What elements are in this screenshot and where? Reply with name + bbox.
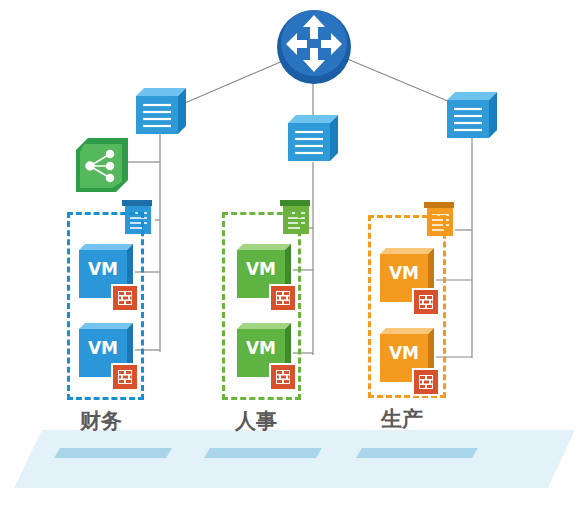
vm-label: VM <box>88 259 118 279</box>
group-heading: 生产 <box>381 405 423 433</box>
group-heading: 财务 <box>80 407 122 435</box>
vm-cube: VM <box>237 250 285 298</box>
vm-label: VM <box>389 343 419 363</box>
switch-icon <box>447 92 497 138</box>
policy-icon <box>424 202 454 236</box>
vm-cube: VM <box>79 250 127 298</box>
vm-label: VM <box>246 338 276 358</box>
vm-cube: VM <box>237 329 285 377</box>
policy-icon <box>280 200 310 234</box>
firewall-icon <box>111 363 139 391</box>
firewall-icon <box>111 284 139 312</box>
vm-cube: VM <box>380 254 428 302</box>
switch-icon <box>288 115 338 161</box>
group-heading: 人事 <box>235 407 277 435</box>
vm-cube: VM <box>79 329 127 377</box>
switch-icon <box>136 88 186 134</box>
platform-strip <box>356 448 478 458</box>
vm-cube: VM <box>380 334 428 382</box>
firewall-icon <box>412 368 440 396</box>
router-icon <box>277 10 351 84</box>
firewall-icon <box>269 284 297 312</box>
vm-label: VM <box>389 263 419 283</box>
vm-label: VM <box>246 259 276 279</box>
group-box: 人事VMVM <box>222 212 301 400</box>
firewall-icon <box>269 363 297 391</box>
platform-strip <box>204 448 322 458</box>
load-balancer-icon <box>76 138 128 192</box>
platform-strip <box>54 448 172 458</box>
policy-icon <box>122 200 152 234</box>
vm-label: VM <box>88 338 118 358</box>
group-box: 生产VMVM <box>368 215 446 398</box>
firewall-icon <box>412 288 440 316</box>
platform <box>14 430 575 488</box>
group-box: 财务VMVM <box>67 212 144 400</box>
